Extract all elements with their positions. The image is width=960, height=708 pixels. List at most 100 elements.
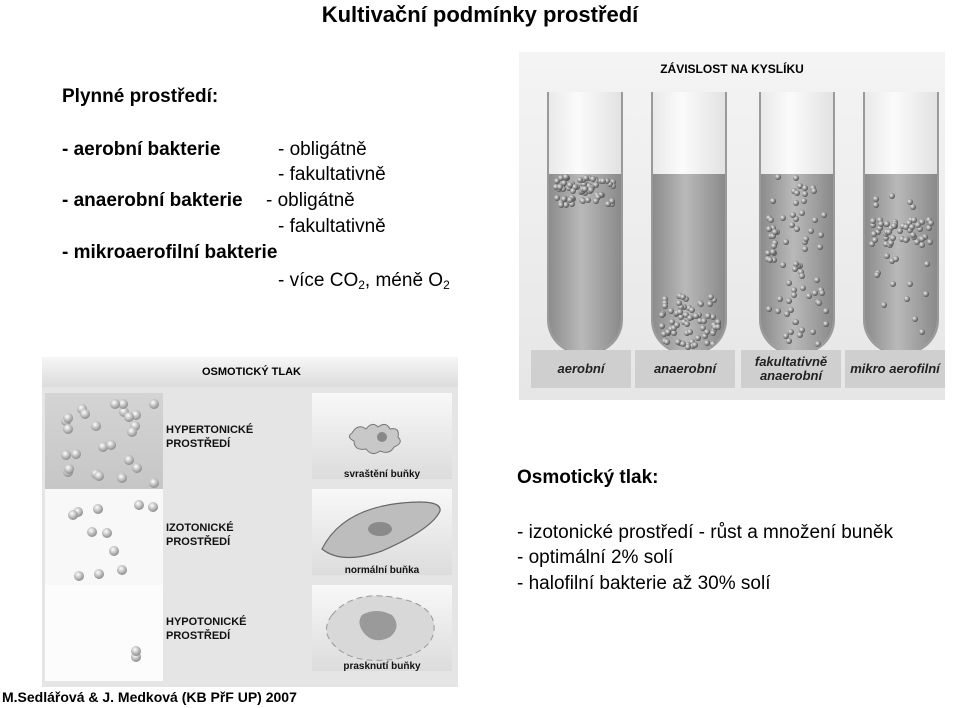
solute-particle — [130, 646, 141, 657]
bacterium-dot — [592, 198, 599, 205]
bacterium-dot — [897, 228, 904, 235]
bacterium-dot — [899, 235, 906, 242]
label-microaerophilic: mikro aerofilní — [845, 350, 945, 388]
label-aerobic: aerobní — [531, 350, 631, 388]
tube-microaerophilic — [863, 92, 939, 354]
solute-particle — [62, 413, 73, 424]
solute-particle — [148, 399, 159, 410]
bacterium-dot — [664, 338, 671, 345]
bacterium-dot — [766, 306, 772, 313]
bacterium-dot — [792, 260, 799, 267]
bacterium-dot — [822, 320, 829, 327]
bacterium-dot — [775, 174, 782, 181]
bacterium-dot — [880, 302, 887, 309]
bacterium-dot — [792, 216, 799, 223]
bacterium-dot — [711, 297, 717, 304]
bacterium-dot — [554, 178, 561, 185]
bacterium-dot — [820, 212, 827, 219]
bacterium-dot — [810, 188, 817, 195]
bacterium-dot — [704, 339, 711, 346]
bacterium-dot — [560, 186, 567, 193]
bacterium-dot — [770, 249, 777, 256]
solute-particle — [64, 464, 75, 475]
bacterium-dot — [563, 201, 570, 208]
solute-particle — [72, 506, 83, 517]
bacterium-dot — [798, 269, 805, 276]
bacterium-dot — [787, 328, 794, 335]
bacterium-dot — [593, 181, 600, 188]
hypertonic-label: HYPERTONICKÉ PROSTŘEDÍ — [166, 424, 254, 450]
bacterium-dot — [877, 221, 884, 228]
bacterium-dot — [919, 219, 926, 226]
bacterium-dot — [811, 216, 818, 223]
bacterium-dot — [586, 174, 593, 181]
bacterium-dot — [916, 225, 923, 232]
bacterium-dot — [890, 281, 897, 288]
bacterium-dot — [817, 243, 824, 250]
burst-cell-drawing — [326, 595, 435, 661]
bacterium-dot — [610, 183, 617, 190]
bacterium-dot — [590, 176, 597, 183]
bacterium-dot — [877, 217, 884, 224]
anaerobic-obligate: - obligátně — [266, 190, 355, 211]
osmotic-figure-title: OSMOTICKÝ TLAK — [202, 366, 301, 378]
bacterium-dot — [903, 296, 910, 303]
bacterium-dot — [569, 187, 576, 194]
hypertonic-solute-box — [45, 393, 163, 489]
bacterium-dot — [907, 226, 914, 233]
bacterium-dot — [790, 211, 797, 218]
bacterium-dot — [805, 292, 812, 299]
bacterium-dot — [811, 290, 818, 297]
bacterium-dot — [794, 263, 801, 270]
bacterium-dot — [664, 328, 671, 335]
bacterium-dot — [692, 312, 699, 319]
bacterium-dot — [885, 229, 892, 236]
bacterium-dot — [801, 184, 808, 191]
bacterium-dot — [661, 295, 668, 302]
bacterium-dot — [782, 333, 789, 340]
bacterium-dot — [802, 236, 809, 243]
bacterium-dot — [792, 200, 799, 207]
bacterium-dot — [794, 189, 801, 196]
bacterium-dot — [918, 241, 925, 248]
oxygen-figure-title: ZÁVISLOST NA KYSLÍKU — [660, 62, 804, 76]
bacterium-dot — [869, 241, 876, 248]
bacterium-dot — [709, 329, 716, 336]
bacterium-dot — [684, 320, 691, 327]
solute-particle — [148, 477, 159, 488]
burst-cell-caption: prasknutí buňky — [343, 661, 421, 672]
bacterium-dot — [925, 224, 932, 231]
aerobic-facultative: - fakultativně — [278, 164, 386, 185]
bacterium-dot — [869, 217, 876, 224]
solute-particle — [131, 652, 142, 663]
bacterium-dot — [802, 190, 809, 197]
bacterium-dot — [800, 198, 807, 205]
bacterium-dot — [791, 266, 798, 273]
bacterium-dot — [779, 261, 786, 268]
bacterium-dot — [660, 330, 667, 337]
bacterium-dot — [696, 312, 703, 319]
solute-particle — [73, 570, 84, 581]
bacterium-dot — [873, 272, 880, 279]
bacterium-dot — [677, 309, 684, 316]
tube-anaerobic — [651, 92, 727, 354]
bacterium-dot — [704, 328, 711, 335]
bacterium-dot — [770, 233, 777, 240]
anaerobic-facultative: - fakultativně — [278, 216, 386, 237]
bacterium-dot — [676, 293, 683, 300]
bacterium-dot — [792, 319, 799, 326]
bacterium-dot — [796, 332, 803, 339]
bacterium-dot — [577, 177, 584, 184]
burst-cell-panel — [312, 585, 452, 671]
bacterium-dot — [911, 217, 918, 224]
footer-credit: M.Sedlářová & J. Medková (KB PřF UP) 200… — [2, 689, 297, 705]
shrunken-cell-caption: svraštění buňky — [343, 469, 421, 480]
bacterium-dot — [872, 195, 879, 202]
bacterium-dot — [923, 291, 930, 298]
solute-particle — [94, 471, 104, 482]
bacterium-dot — [815, 300, 822, 307]
bacterium-dot — [799, 210, 806, 217]
bacterium-dot — [581, 185, 588, 192]
solute-particle — [80, 408, 91, 419]
bacterium-dot — [788, 221, 795, 228]
